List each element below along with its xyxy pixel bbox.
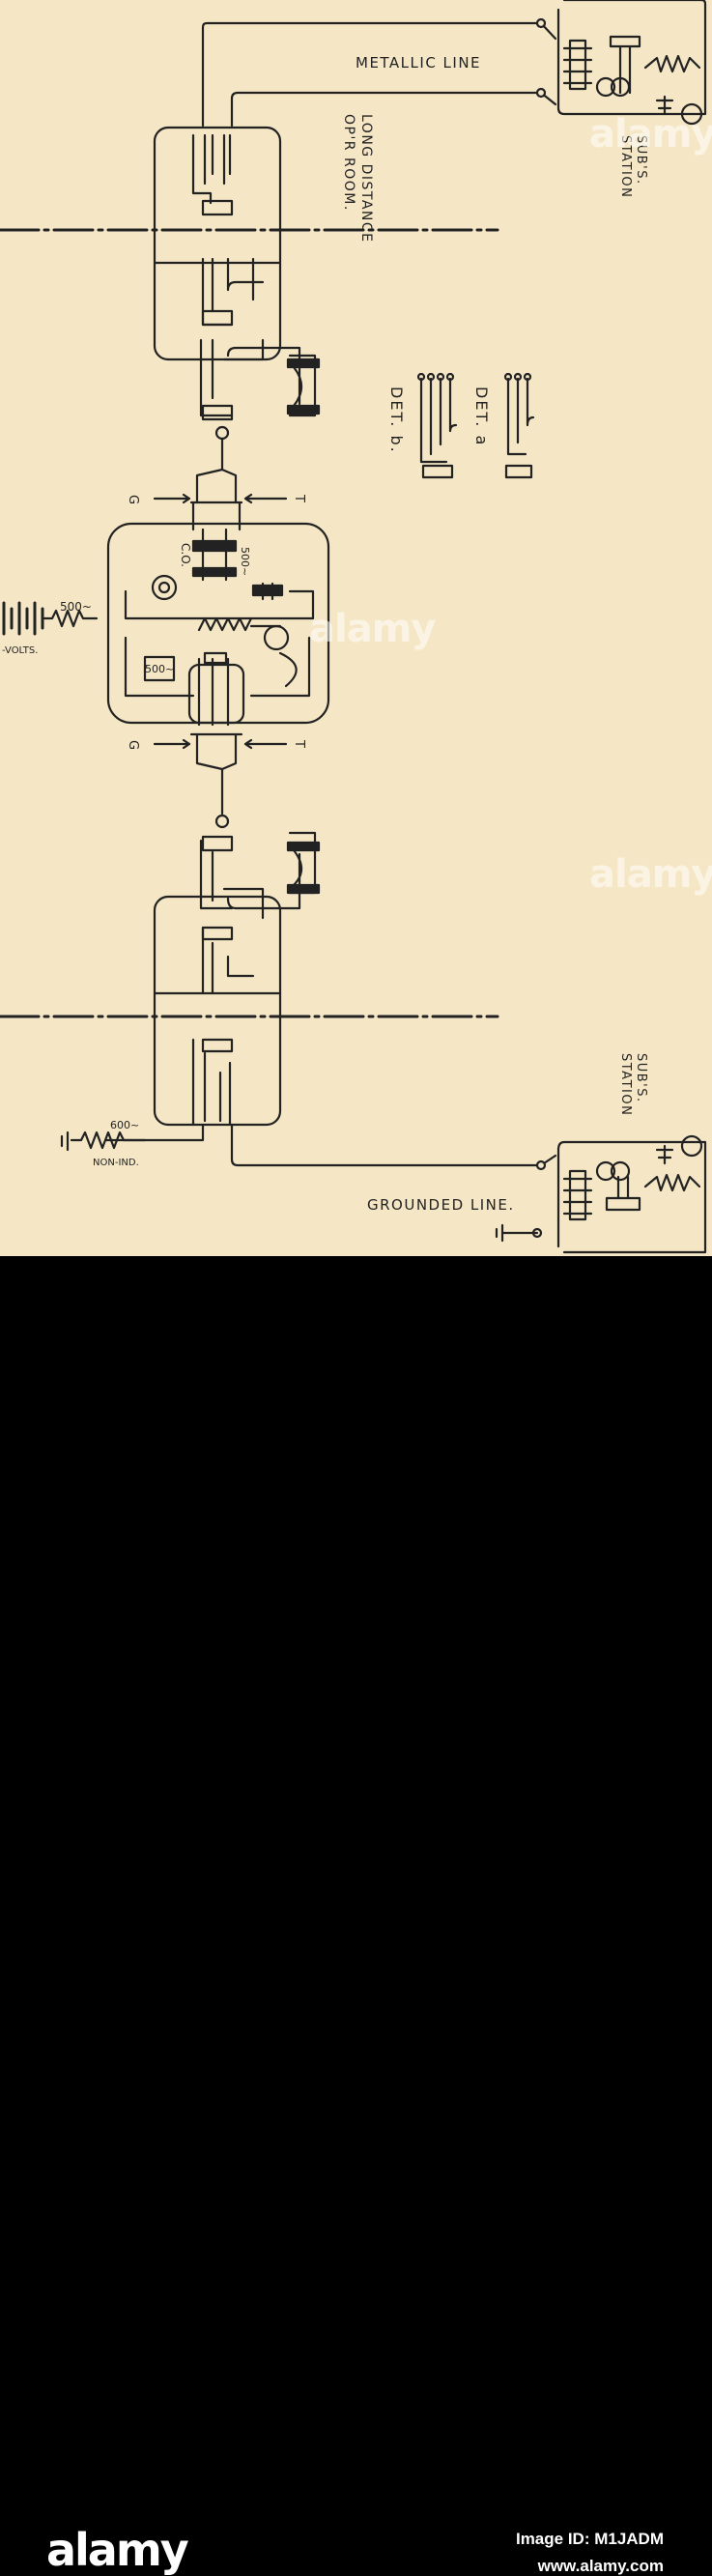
subs-station-top-label-line2: STATION xyxy=(618,135,633,198)
resistor-500-top-label: 500~ xyxy=(60,600,92,614)
g-top-label: G xyxy=(126,495,140,504)
metallic-line-wire-2 xyxy=(230,91,557,128)
watermark-overlay-2: alamy xyxy=(589,112,712,157)
g-bottom-label: G xyxy=(126,740,140,750)
circuit-diagram: METALLIC LINE GROUNDED LINE. LONG DISTAN… xyxy=(0,0,707,1254)
subscriber-station-top xyxy=(556,0,707,126)
watermark-overlay-3: alamy xyxy=(589,852,712,897)
subs-station-top-label: SUB'S. STATION xyxy=(618,135,648,198)
det-a-label: DET. a xyxy=(472,386,491,446)
grounded-line-wire-1 xyxy=(230,1123,557,1167)
metallic-line-label: METALLIC LINE xyxy=(356,54,481,72)
watermark-footer: alamy Image ID: M1JADM www.alamy.com xyxy=(0,1256,712,2576)
top-cord xyxy=(189,437,243,531)
bottom-cord xyxy=(189,732,243,829)
arrow-g-bottom xyxy=(153,738,191,750)
watermark-logo: alamy xyxy=(46,2524,189,2576)
bottom-relay xyxy=(199,831,321,920)
non-ind-label: NON-IND. xyxy=(93,1158,139,1168)
arrow-t-top xyxy=(243,493,288,504)
co-label: C.O. xyxy=(179,543,192,567)
resistor-600-label: 600~ xyxy=(110,1119,139,1131)
subs-station-bottom-label: SUB'S. STATION xyxy=(618,1053,648,1116)
watermark-overlay-1: alamy xyxy=(309,607,436,651)
long-distance-label: LONG DISTANCE OP'R ROOM. xyxy=(341,114,374,243)
volts-label: -VOLTS. xyxy=(2,645,38,656)
long-distance-label-line2: OP'R ROOM. xyxy=(341,114,356,212)
long-distance-label-line1: LONG DISTANCE xyxy=(358,114,374,243)
bottom-jack-frame xyxy=(153,895,282,1127)
cord-circuit-box xyxy=(106,522,330,727)
diagram-area: METALLIC LINE GROUNDED LINE. LONG DISTAN… xyxy=(0,0,712,1256)
det-b-label: DET. b. xyxy=(387,386,406,454)
resistor-500-co-label: 500~ xyxy=(239,547,251,576)
subs-station-top-label-line1: SUB'S. xyxy=(634,135,648,186)
t-bottom-label: T xyxy=(292,739,306,748)
arrow-g-top xyxy=(153,493,191,504)
top-jack-frame xyxy=(153,126,282,361)
watermark-url: www.alamy.com xyxy=(537,2557,664,2575)
subs-station-bottom-label-line2: STATION xyxy=(618,1053,633,1116)
grounded-line-label: GROUNDED LINE. xyxy=(367,1196,515,1214)
non-inductive-resistor xyxy=(60,1131,147,1152)
top-relay xyxy=(199,338,321,441)
arrow-t-bottom xyxy=(243,738,288,750)
t-top-label: T xyxy=(292,494,306,502)
subs-station-bottom-label-line1: SUB'S. xyxy=(634,1053,648,1103)
detail-a xyxy=(503,372,535,479)
watermark-image-id: Image ID: M1JADM xyxy=(515,2530,664,2548)
metallic-line-wire-1 xyxy=(201,21,557,128)
battery xyxy=(2,601,99,636)
subscriber-station-bottom xyxy=(495,1134,707,1254)
detail-b xyxy=(416,372,458,479)
resistor-500-battery-label: 500~ xyxy=(145,663,174,675)
